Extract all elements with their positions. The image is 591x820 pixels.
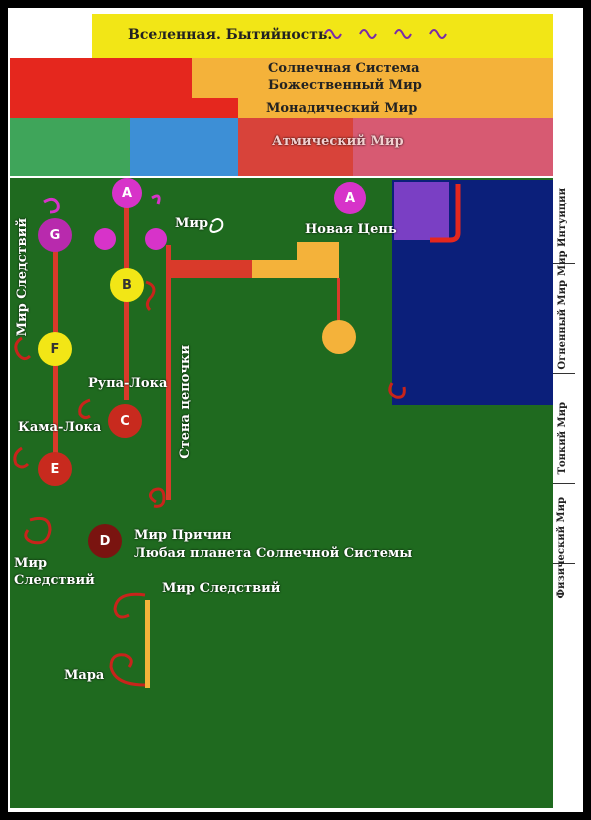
label-lyubaya-planeta: Любая планета Солнечной Системы bbox=[134, 546, 413, 561]
node-a-right: A bbox=[334, 182, 366, 214]
atmic-band-blue bbox=[130, 118, 238, 176]
label-mir: Мир bbox=[175, 216, 209, 231]
label-mir-left-2: Следствий bbox=[14, 573, 95, 588]
side-divider bbox=[553, 263, 575, 264]
stem-wall bbox=[166, 245, 171, 500]
label-mir-sledstviy-bottom: Мир Следствий bbox=[162, 581, 281, 596]
label-mara: Мара bbox=[64, 668, 105, 683]
solar-label-2: Божественный Мир bbox=[268, 78, 422, 93]
label-rupa-loka: Рупа-Лока bbox=[88, 376, 168, 391]
node-e: E bbox=[38, 452, 72, 486]
chain-drop-line bbox=[337, 278, 340, 322]
side-divider bbox=[553, 373, 575, 374]
solar-band-orange bbox=[192, 58, 553, 98]
solar-label-1: Солнечная Система bbox=[268, 61, 420, 76]
side-divider bbox=[553, 563, 575, 564]
chain-bar-orange-step bbox=[297, 242, 339, 278]
label-kama-loka: Кама-Лока bbox=[18, 420, 102, 435]
label-mir-sledstviy-vertical: Мир Следствий bbox=[15, 218, 30, 337]
squiggle-ornaments bbox=[324, 29, 447, 39]
chain-bar-red bbox=[170, 260, 252, 278]
universe-label: Вселенная. Бытийность. bbox=[128, 27, 333, 43]
node-orange bbox=[322, 320, 356, 354]
atmic-band-green bbox=[10, 118, 130, 176]
stem-a-b bbox=[124, 205, 129, 400]
node-b: B bbox=[110, 268, 144, 302]
universe-band bbox=[92, 14, 553, 58]
node-a-left: A bbox=[112, 178, 142, 208]
side-strip bbox=[553, 178, 575, 808]
node-d: D bbox=[88, 524, 122, 558]
label-stena-tsepochki: Стена цепочки bbox=[178, 345, 193, 459]
label-mir-left-1: Мир bbox=[14, 556, 48, 571]
purple-block bbox=[394, 182, 449, 240]
side-divider bbox=[553, 483, 575, 484]
node-c: C bbox=[108, 404, 142, 438]
label-novaya-tsep: Новая Цепь bbox=[305, 222, 397, 237]
chain-bar-orange bbox=[252, 260, 297, 278]
node-g: G bbox=[38, 218, 72, 252]
navy-hook-line bbox=[388, 184, 461, 399]
atmic-band-pink bbox=[353, 118, 553, 176]
node-magenta-2 bbox=[145, 228, 167, 250]
atmic-label: Атмический Мир bbox=[272, 134, 404, 149]
solar-band-red bbox=[10, 58, 192, 98]
monadic-label: Монадический Мир bbox=[266, 101, 418, 116]
monadic-band-orange bbox=[238, 98, 553, 118]
node-f: F bbox=[38, 332, 72, 366]
stem-mara bbox=[145, 600, 150, 688]
node-magenta-1 bbox=[94, 228, 116, 250]
label-mir-prichin: Мир Причин bbox=[134, 528, 232, 543]
atmic-band-red bbox=[238, 118, 353, 176]
monadic-band-red bbox=[10, 98, 238, 118]
